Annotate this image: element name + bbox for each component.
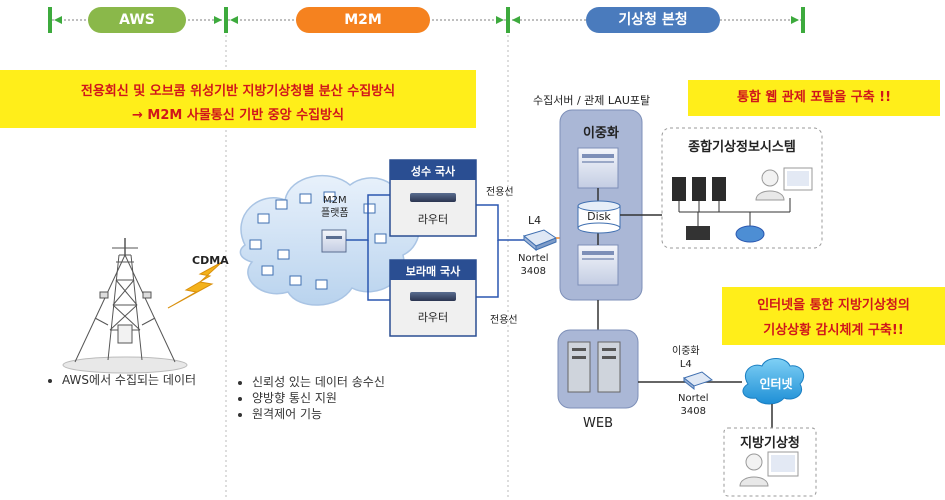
aws-bullet-item: AWS에서 수집되는 데이터	[62, 372, 196, 388]
section-aws-pill: AWS	[88, 7, 186, 33]
section-hq-pill: 기상청 본청	[586, 7, 720, 33]
web-servers-icon	[567, 341, 621, 393]
banner-mid-right-line2: 기상상황 감시체계 구축!!	[763, 323, 904, 338]
collect-server-label: 수집서버 / 관제 LAU포탈	[533, 94, 651, 107]
operator-icon	[755, 167, 813, 201]
system-servers-icon	[672, 177, 791, 243]
leased-line-label-top: 전용선	[486, 187, 514, 198]
cdma-label: CDMA	[192, 254, 229, 267]
internet-cloud-icon	[742, 358, 805, 405]
web-label: WEB	[583, 416, 613, 431]
integrated-system-box	[661, 127, 823, 249]
collect-servers	[577, 147, 619, 286]
office-boxes	[389, 159, 477, 337]
banner-mid-right-line1: 인터넷을 통한 지방기상청의	[757, 298, 910, 313]
cdma-lightning-icon	[167, 261, 223, 309]
m2m-bullet-item: 원격제어 기능	[252, 406, 385, 422]
section-m2m-pill: M2M	[296, 7, 430, 33]
l4-label: L4	[528, 214, 542, 227]
office-boramae-title: 보라매 국사	[405, 265, 461, 278]
m2m-platform-label: M2M 플랫폼	[321, 195, 349, 219]
l4-switch-icon	[522, 229, 558, 252]
duplex-l4-label: 이중화 L4	[672, 346, 700, 370]
banner-left-line2: → M2M 사물통신 기반 중앙 수집방식	[132, 108, 344, 123]
m2m-bullet-item: 신뢰성 있는 데이터 송수신	[252, 374, 385, 390]
duplex-l4-model-label: Nortel 3408	[678, 393, 709, 417]
regional-operator-icon	[739, 451, 799, 487]
aws-bullet-list: AWS에서 수집되는 데이터	[48, 372, 196, 388]
m2m-links	[346, 194, 528, 301]
office-seongsu-router-label: 라우터	[417, 213, 449, 226]
aws-tower-icon	[62, 238, 188, 374]
duplex-label: 이중화	[583, 126, 619, 141]
sensor-terminal-icons	[249, 191, 387, 290]
integrated-system-label: 종합기상정보시스템	[688, 140, 796, 155]
banner-top-right: 통합 웹 관제 포탈을 구축 !!	[688, 80, 940, 116]
duplex-l4-switch-icon	[682, 371, 714, 391]
m2m-bullet-list: 신뢰성 있는 데이터 송수신 양방향 통신 지원 원격제어 기능	[238, 374, 385, 422]
m2m-platform-server-icon	[321, 229, 347, 253]
banner-left: 전용회신 및 오브콤 위성기반 지방기상청별 분산 수집방식 → M2M 사물통…	[0, 70, 476, 128]
office-boramae-router-label: 라우터	[417, 311, 449, 324]
disk-icon	[577, 200, 621, 234]
banner-mid-right: 인터넷을 통한 지방기상청의 기상상황 감시체계 구축!!	[722, 287, 945, 345]
leased-line-label-bottom: 전용선	[490, 315, 518, 326]
m2m-bullet-item: 양방향 통신 지원	[252, 390, 385, 406]
regional-label: 지방기상청	[740, 436, 800, 451]
office-seongsu-title: 성수 국사	[410, 165, 456, 178]
banner-left-line1: 전용회신 및 오브콤 위성기반 지방기상청별 분산 수집방식	[80, 84, 396, 99]
l4-model-label: Nortel 3408	[518, 253, 549, 277]
disk-label: Disk	[587, 210, 611, 223]
internet-label: 인터넷	[759, 377, 793, 391]
